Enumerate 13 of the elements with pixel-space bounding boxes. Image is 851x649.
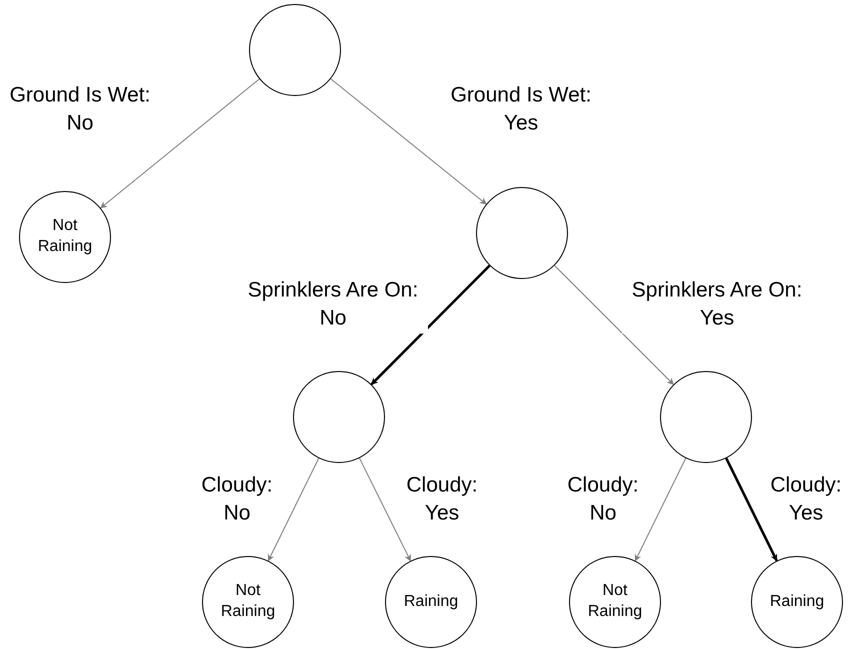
arrow — [268, 458, 320, 562]
node-label: Raining — [404, 592, 458, 612]
arrow — [634, 458, 686, 562]
arrow — [554, 265, 674, 385]
node-label: Not Raining — [586, 581, 644, 622]
arrow — [100, 78, 260, 208]
arrow — [725, 458, 778, 562]
node-label: Raining — [770, 592, 824, 612]
node-label: Not Raining — [220, 581, 276, 622]
arrow — [330, 78, 487, 205]
arrow — [358, 458, 412, 562]
node-label: Not Raining — [36, 216, 94, 257]
arrow — [370, 264, 490, 386]
